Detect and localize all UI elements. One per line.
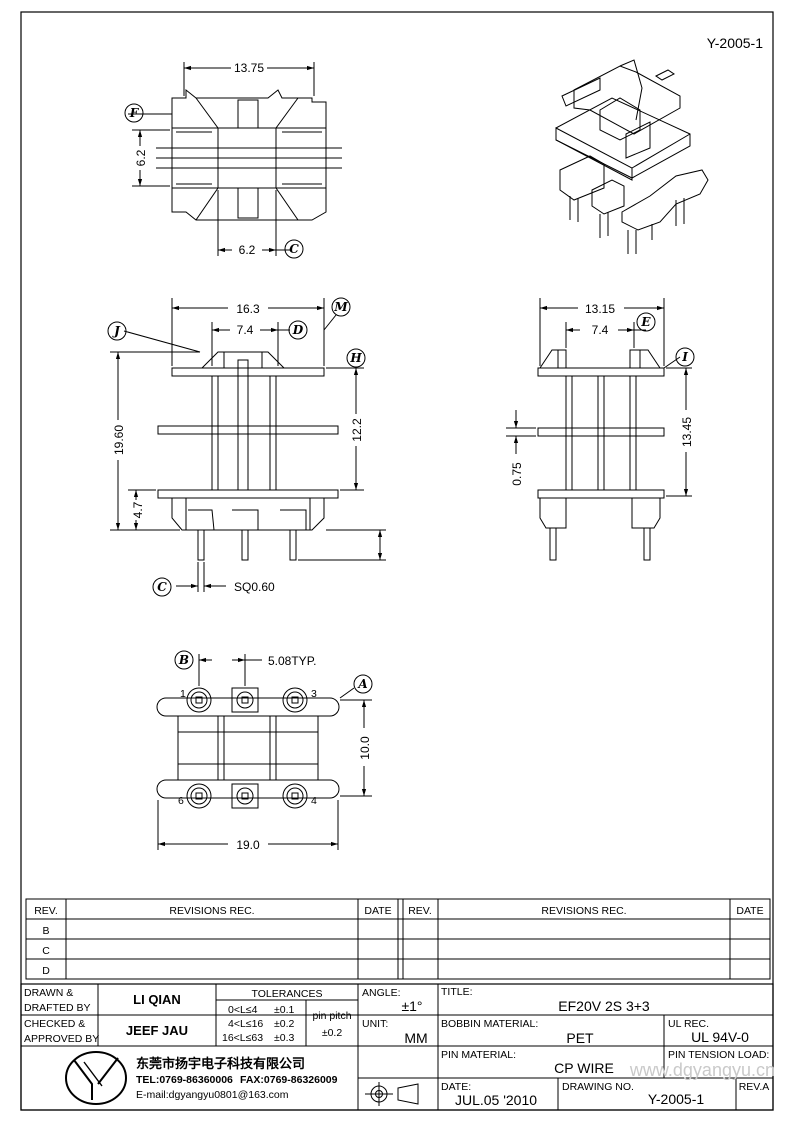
date-header-right: DATE: [736, 905, 763, 917]
rev-row-c: C: [42, 945, 50, 957]
unit-value: MM: [404, 1030, 427, 1046]
revisions-header-right: REVISIONS REC.: [541, 905, 626, 917]
top-view: [156, 88, 342, 221]
bottom-view: [156, 687, 340, 809]
tol-1-value: ±0.1: [274, 1004, 295, 1016]
label-f: F: [129, 106, 140, 120]
sheet-border: [20, 11, 774, 1111]
drawing-number-top: Y-2005-1: [707, 35, 764, 51]
tol-2-value: ±0.2: [274, 1018, 295, 1030]
pin-material-label: PIN MATERIAL:: [441, 1049, 516, 1061]
side-view-dims: [506, 298, 692, 497]
label-m: M: [333, 300, 348, 314]
pin-1: 1: [180, 688, 186, 700]
ul-value: UL 94V-0: [691, 1029, 749, 1045]
pin-pitch-label: pin pitch: [312, 1010, 351, 1022]
dim-bottom-width: 19.0: [236, 838, 260, 852]
label-i: I: [681, 350, 688, 364]
drawn-label-2: DRAFTED BY: [24, 1002, 91, 1014]
tol-2: 4<L≤16: [228, 1018, 263, 1030]
dim-top-core: 6.2: [239, 243, 256, 257]
checked-label-1: CHECKED &: [24, 1018, 85, 1030]
company-name: 东莞市扬宇电子科技有限公司: [136, 1056, 305, 1071]
dim-front-width: 16.3: [236, 302, 260, 316]
pin-6: 6: [178, 795, 184, 807]
dim-pin-size: SQ0.60: [234, 580, 275, 594]
dim-side-flange: 0.75: [510, 462, 524, 486]
front-view: [157, 351, 339, 561]
label-c-front: C: [157, 580, 167, 594]
drawing-no-value: Y-2005-1: [648, 1091, 705, 1107]
watermark: www.dgyangyu.cn: [629, 1060, 775, 1080]
pin-pitch-value: ±0.2: [322, 1027, 343, 1039]
unit-label: UNIT:: [362, 1018, 388, 1030]
tol-1: 0<L≤4: [228, 1004, 258, 1016]
label-a: A: [357, 677, 367, 691]
date-label: DATE:: [441, 1081, 471, 1093]
date-header-left: DATE: [364, 905, 391, 917]
bobbin-label: BOBBIN MATERIAL:: [441, 1018, 538, 1030]
company-tel: TEL:0769-86360006: [136, 1074, 233, 1086]
tol-3: 16<L≤63: [222, 1032, 263, 1044]
top-view-dims: [128, 62, 315, 256]
dim-bottom-height: 10.0: [358, 736, 372, 760]
drawing-no-label: DRAWING NO.: [562, 1081, 634, 1093]
company-fax: FAX:0769-86326009: [240, 1074, 338, 1086]
angle-label: ANGLE:: [362, 987, 401, 999]
pin-4: 4: [311, 795, 317, 807]
title-value: EF20V 2S 3+3: [558, 998, 650, 1014]
company-logo-icon: [65, 1051, 127, 1105]
bottom-view-dims: [157, 654, 372, 850]
pin-3: 3: [311, 688, 317, 700]
label-b: B: [178, 653, 189, 667]
dim-front-inner: 7.4: [237, 323, 254, 337]
isometric-view: [555, 59, 709, 254]
dim-side-width: 13.15: [585, 302, 615, 316]
tol-3-value: ±0.3: [274, 1032, 295, 1044]
rev-header-right: REV.: [408, 905, 432, 917]
drawn-by: LI QIAN: [133, 992, 181, 1007]
front-view-dims: [110, 298, 386, 592]
ul-label: UL REC.: [668, 1018, 709, 1030]
dim-front-base-h: 4.7: [131, 501, 145, 518]
bobbin-value: PET: [566, 1030, 594, 1046]
label-d: D: [292, 323, 304, 337]
dim-front-h: 12.2: [350, 418, 364, 442]
dim-side-inner: 7.4: [592, 323, 609, 337]
title-block: [20, 983, 774, 1111]
label-h: H: [349, 351, 362, 365]
rev-row-b: B: [42, 925, 49, 937]
tolerances-header: TOLERANCES: [252, 988, 323, 1000]
revisions-header-left: REVISIONS REC.: [169, 905, 254, 917]
dim-top-height: 6.2: [134, 149, 148, 166]
side-view: [537, 349, 665, 561]
label-j: J: [112, 324, 121, 338]
drawn-label-1: DRAWN &: [24, 987, 73, 999]
pin-material-value: CP WIRE: [554, 1060, 614, 1076]
label-c-top: C: [289, 242, 299, 256]
dim-pitch: 5.08TYP.: [268, 654, 316, 668]
rev-a: REV.A: [739, 1081, 770, 1093]
label-e: E: [640, 315, 651, 329]
checked-by: JEEF JAU: [126, 1023, 188, 1038]
title-label: TITLE:: [441, 986, 473, 998]
company-email: E-mail:dgyangyu0801@163.com: [136, 1089, 289, 1101]
dim-side-h: 13.45: [680, 417, 694, 447]
rev-row-d: D: [42, 965, 50, 977]
dim-top-width: 13.75: [234, 61, 264, 75]
projection-symbol-icon: [365, 1082, 419, 1106]
angle-value: ±1°: [401, 998, 422, 1014]
rev-header-left: REV.: [34, 905, 58, 917]
pin-tension-label: PIN TENSION LOAD:: [668, 1049, 769, 1061]
dim-front-total-h: 19.60: [112, 425, 126, 455]
revision-table: [25, 898, 771, 980]
date-value: JUL.05 '2010: [455, 1092, 537, 1108]
checked-label-2: APPROVED BY: [24, 1033, 99, 1045]
